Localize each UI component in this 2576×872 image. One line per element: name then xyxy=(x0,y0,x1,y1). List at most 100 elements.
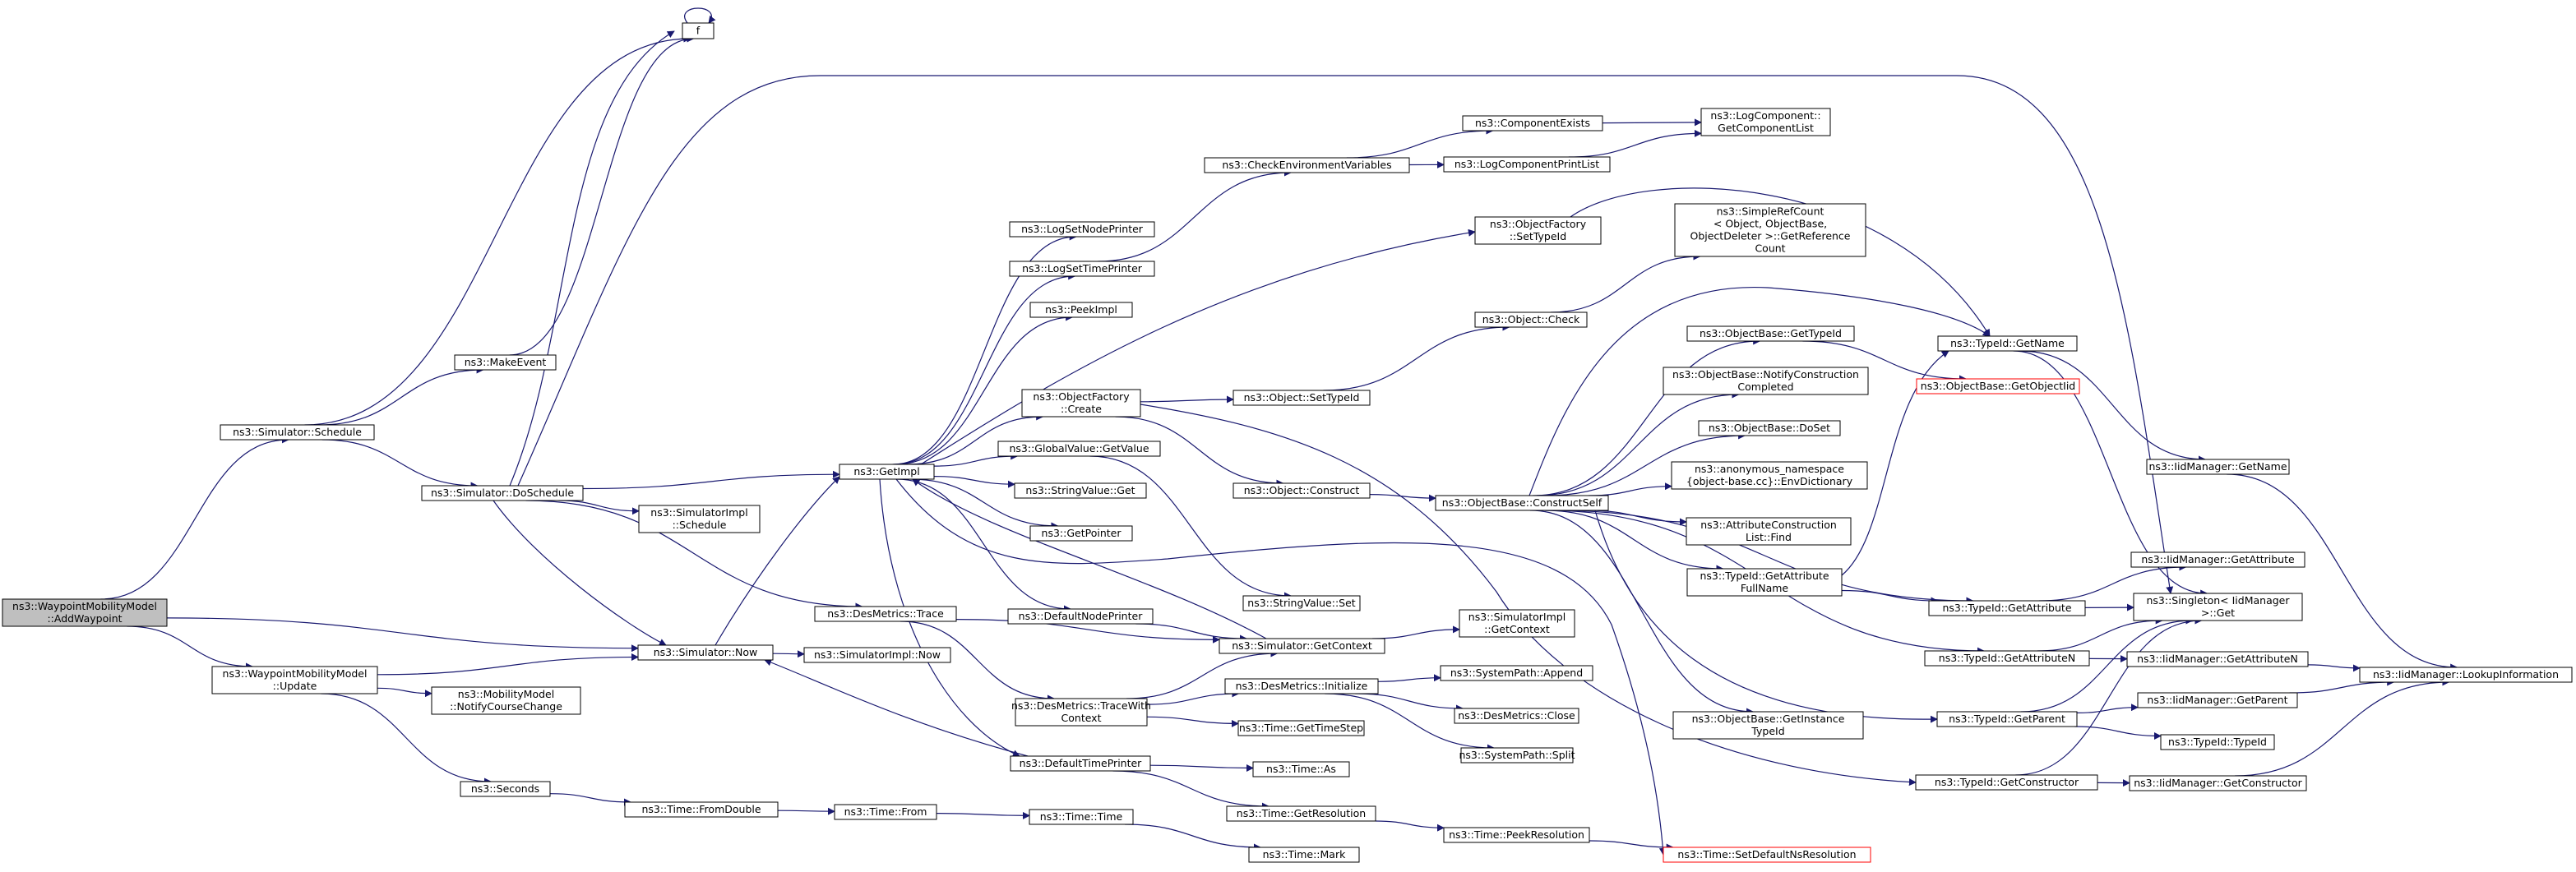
function-node-iidgp[interactable]: ns3::IidManager::GetParent xyxy=(2137,692,2298,708)
function-node-singget[interactable]: ns3::Singleton< IidManager>::Get xyxy=(2133,593,2303,621)
function-node-ofsti[interactable]: ns3::ObjectFactory::SetTypeId xyxy=(1474,216,1602,245)
call-edge-getctx-to-getimpl xyxy=(912,478,1267,639)
node-box xyxy=(1224,678,1379,694)
node-label: ns3::Time::PeekResolution xyxy=(1449,828,1584,841)
call-edge-objsti-to-objcheck xyxy=(1323,323,1510,391)
function-node-lsnp[interactable]: ns3::LogSetNodePrinter xyxy=(1009,221,1155,238)
node-label: ns3::DesMetrics::Trace xyxy=(827,607,944,620)
function-node-tigetname[interactable]: ns3::TypeId::GetName xyxy=(1937,335,2078,352)
call-edge-obcs-to-obdoset xyxy=(1546,431,1746,496)
function-node-dosched[interactable]: ns3::Simulator::DoSchedule xyxy=(421,485,584,501)
function-node-getctx[interactable]: ns3::Simulator::GetContext xyxy=(1219,638,1385,654)
node-label: ns3::IidManager::GetAttribute xyxy=(2141,553,2295,565)
node-label: ns3::Simulator::GetContext xyxy=(1232,639,1372,652)
function-node-objcons[interactable]: ns3::Object::Construct xyxy=(1233,482,1371,499)
function-node-upd[interactable]: ns3::WaypointMobilityModel::Update xyxy=(211,666,378,694)
node-box xyxy=(2129,775,2307,791)
node-box xyxy=(1443,156,1611,173)
function-node-anon[interactable]: ns3::anonymous_namespace{object-base.cc}… xyxy=(1671,461,1868,490)
function-node-tigetp[interactable]: ns3::TypeId::GetParent xyxy=(1936,711,2078,727)
function-node-dmclose[interactable]: ns3::DesMetrics::Close xyxy=(1454,708,1579,724)
function-node-tigetan[interactable]: ns3::TypeId::GetAttributeN xyxy=(1924,650,2090,667)
function-node-tpeekres[interactable]: ns3::Time::PeekResolution xyxy=(1443,827,1590,843)
function-node-cev[interactable]: ns3::CheckEnvironmentVariables xyxy=(1204,157,1410,173)
function-node-srcgrc[interactable]: ns3::SimpleRefCount< Object, ObjectBase,… xyxy=(1674,203,1866,257)
call-edge-getimpl-to-lstp xyxy=(894,272,1076,465)
node-box xyxy=(454,354,557,371)
function-node-obncc[interactable]: ns3::ObjectBase::NotifyConstructionCompl… xyxy=(1663,367,1869,395)
call-edge-ofsti-to-tigetname xyxy=(1570,187,1991,337)
node-box xyxy=(682,22,715,39)
function-node-tigeta[interactable]: ns3::TypeId::GetAttribute xyxy=(1928,600,2086,616)
node-label: ns3::LogSetNodePrinter xyxy=(1021,223,1144,235)
function-node-mark[interactable]: ns3::Time::Mark xyxy=(1248,847,1360,863)
call-edge-now-to-getimpl xyxy=(715,476,840,646)
function-node-ncc[interactable]: ns3::MobilityModel::NotifyCourseChange xyxy=(431,686,581,715)
function-node-obdoset[interactable]: ns3::ObjectBase::DoSet xyxy=(1698,420,1841,436)
function-node-svget[interactable]: ns3::StringValue::Get xyxy=(1014,482,1147,499)
node-label: ns3::ObjectBase::ConstructSelf xyxy=(1442,496,1602,509)
function-node-dnp[interactable]: ns3::DefaultNodePrinter xyxy=(1007,608,1154,625)
function-node-lstp[interactable]: ns3::LogSetTimePrinter xyxy=(1009,261,1155,277)
function-node-peek[interactable]: ns3::PeekImpl xyxy=(1029,302,1133,318)
function-node-getimpl[interactable]: ns3::GetImpl xyxy=(839,464,935,480)
function-node-ofcreate[interactable]: ns3::ObjectFactory::Create xyxy=(1021,389,1141,418)
call-edge-lcpl-to-lcgcl xyxy=(1568,129,1702,158)
function-node-gptr[interactable]: ns3::GetPointer xyxy=(1029,525,1133,542)
function-node-dtrace[interactable]: ns3::DesMetrics::Trace xyxy=(814,606,957,622)
node-box xyxy=(460,781,551,797)
function-node-iidli[interactable]: ns3::IidManager::LookupInformation xyxy=(2359,667,2573,683)
function-node-gvget[interactable]: ns3::GlobalValue::GetValue xyxy=(997,441,1161,457)
function-node-dminit[interactable]: ns3::DesMetrics::Initialize xyxy=(1224,678,1379,694)
function-node-sched[interactable]: ns3::Simulator::Schedule xyxy=(220,424,375,441)
node-label: ns3::SystemPath::Split xyxy=(1459,749,1575,761)
function-node-objsti[interactable]: ns3::Object::SetTypeId xyxy=(1233,390,1371,406)
node-label: ns3::GetImpl xyxy=(853,465,919,478)
node-label: Count xyxy=(1755,242,1785,255)
function-node-titi[interactable]: ns3::TypeId::TypeId xyxy=(2160,734,2275,750)
function-node-tsdnr[interactable]: ns3::Time::SetDefaultNsResolution xyxy=(1663,847,1871,863)
node-label: >::Get xyxy=(2201,607,2235,619)
function-node-svset[interactable]: ns3::StringValue::Set xyxy=(1242,595,1361,611)
function-node-objcheck[interactable]: ns3::Object::Check xyxy=(1474,311,1588,328)
function-node-lcpl[interactable]: ns3::LogComponentPrintList xyxy=(1443,156,1611,173)
function-node-lcgcl[interactable]: ns3::LogComponent::GetComponentList xyxy=(1700,108,1831,136)
function-node-secs[interactable]: ns3::Seconds xyxy=(460,781,551,797)
function-node-simimpls[interactable]: ns3::SimulatorImpl::Schedule xyxy=(638,505,761,533)
function-node-tgts[interactable]: ns3::Time::GetTimeStep xyxy=(1237,720,1365,736)
function-node-mkev[interactable]: ns3::MakeEvent xyxy=(454,354,557,371)
function-node-simigc[interactable]: ns3::SimulatorImpl::GetContext xyxy=(1459,609,1575,638)
function-node-from[interactable]: ns3::Time::From xyxy=(834,804,937,820)
function-node-tas[interactable]: ns3::Time::As xyxy=(1252,761,1350,777)
node-label: f xyxy=(696,25,701,37)
function-node-iidgan[interactable]: ns3::IidManager::GetAttributeN xyxy=(2126,651,2309,667)
function-node-obcs[interactable]: ns3::ObjectBase::ConstructSelf xyxy=(1435,495,1609,511)
function-node-now[interactable]: ns3::Simulator::Now xyxy=(637,644,774,661)
function-node-iidgn[interactable]: ns3::IidManager::GetName xyxy=(2146,459,2290,475)
function-node-cexists[interactable]: ns3::ComponentExists xyxy=(1462,115,1603,131)
function-node-spsplit[interactable]: ns3::SystemPath::Split xyxy=(1459,747,1575,764)
node-label: ns3::Time::GetResolution xyxy=(1237,807,1366,819)
function-node-add[interactable]: ns3::WaypointMobilityModel::AddWaypoint xyxy=(2,598,168,627)
call-edge-obcs-to-tgafn xyxy=(1544,510,1724,573)
function-node-timet[interactable]: ns3::Time::Time xyxy=(1029,809,1134,825)
function-node-tgres[interactable]: ns3::Time::GetResolution xyxy=(1226,805,1376,822)
function-node-iidgc[interactable]: ns3::IidManager::GetConstructor xyxy=(2129,775,2307,791)
function-node-dtp[interactable]: ns3::DefaultTimePrinter xyxy=(1010,755,1151,772)
function-node-f[interactable]: f xyxy=(682,22,715,39)
call-edge-tigetname-to-iidgn xyxy=(2019,350,2206,464)
function-node-siminow[interactable]: ns3::SimulatorImpl::Now xyxy=(803,647,951,663)
call-edge-tgres-to-tpeekres xyxy=(1375,820,1445,832)
function-node-obgti[interactable]: ns3::ObjectBase::GetTypeId xyxy=(1686,325,1855,342)
function-node-obgoi[interactable]: ns3::ObjectBase::GetObjectIid xyxy=(1916,378,2080,394)
function-node-tigetc[interactable]: ns3::TypeId::GetConstructor xyxy=(1915,774,2098,791)
node-label: ns3::TypeId::GetName xyxy=(1950,337,2065,349)
function-node-spappend[interactable]: ns3::SystemPath::Append xyxy=(1440,665,1593,681)
function-node-iidga[interactable]: ns3::IidManager::GetAttribute xyxy=(2130,551,2305,568)
function-node-fromd[interactable]: ns3::Time::FromDouble xyxy=(624,801,779,818)
node-label: ::SetTypeId xyxy=(1510,230,1566,242)
